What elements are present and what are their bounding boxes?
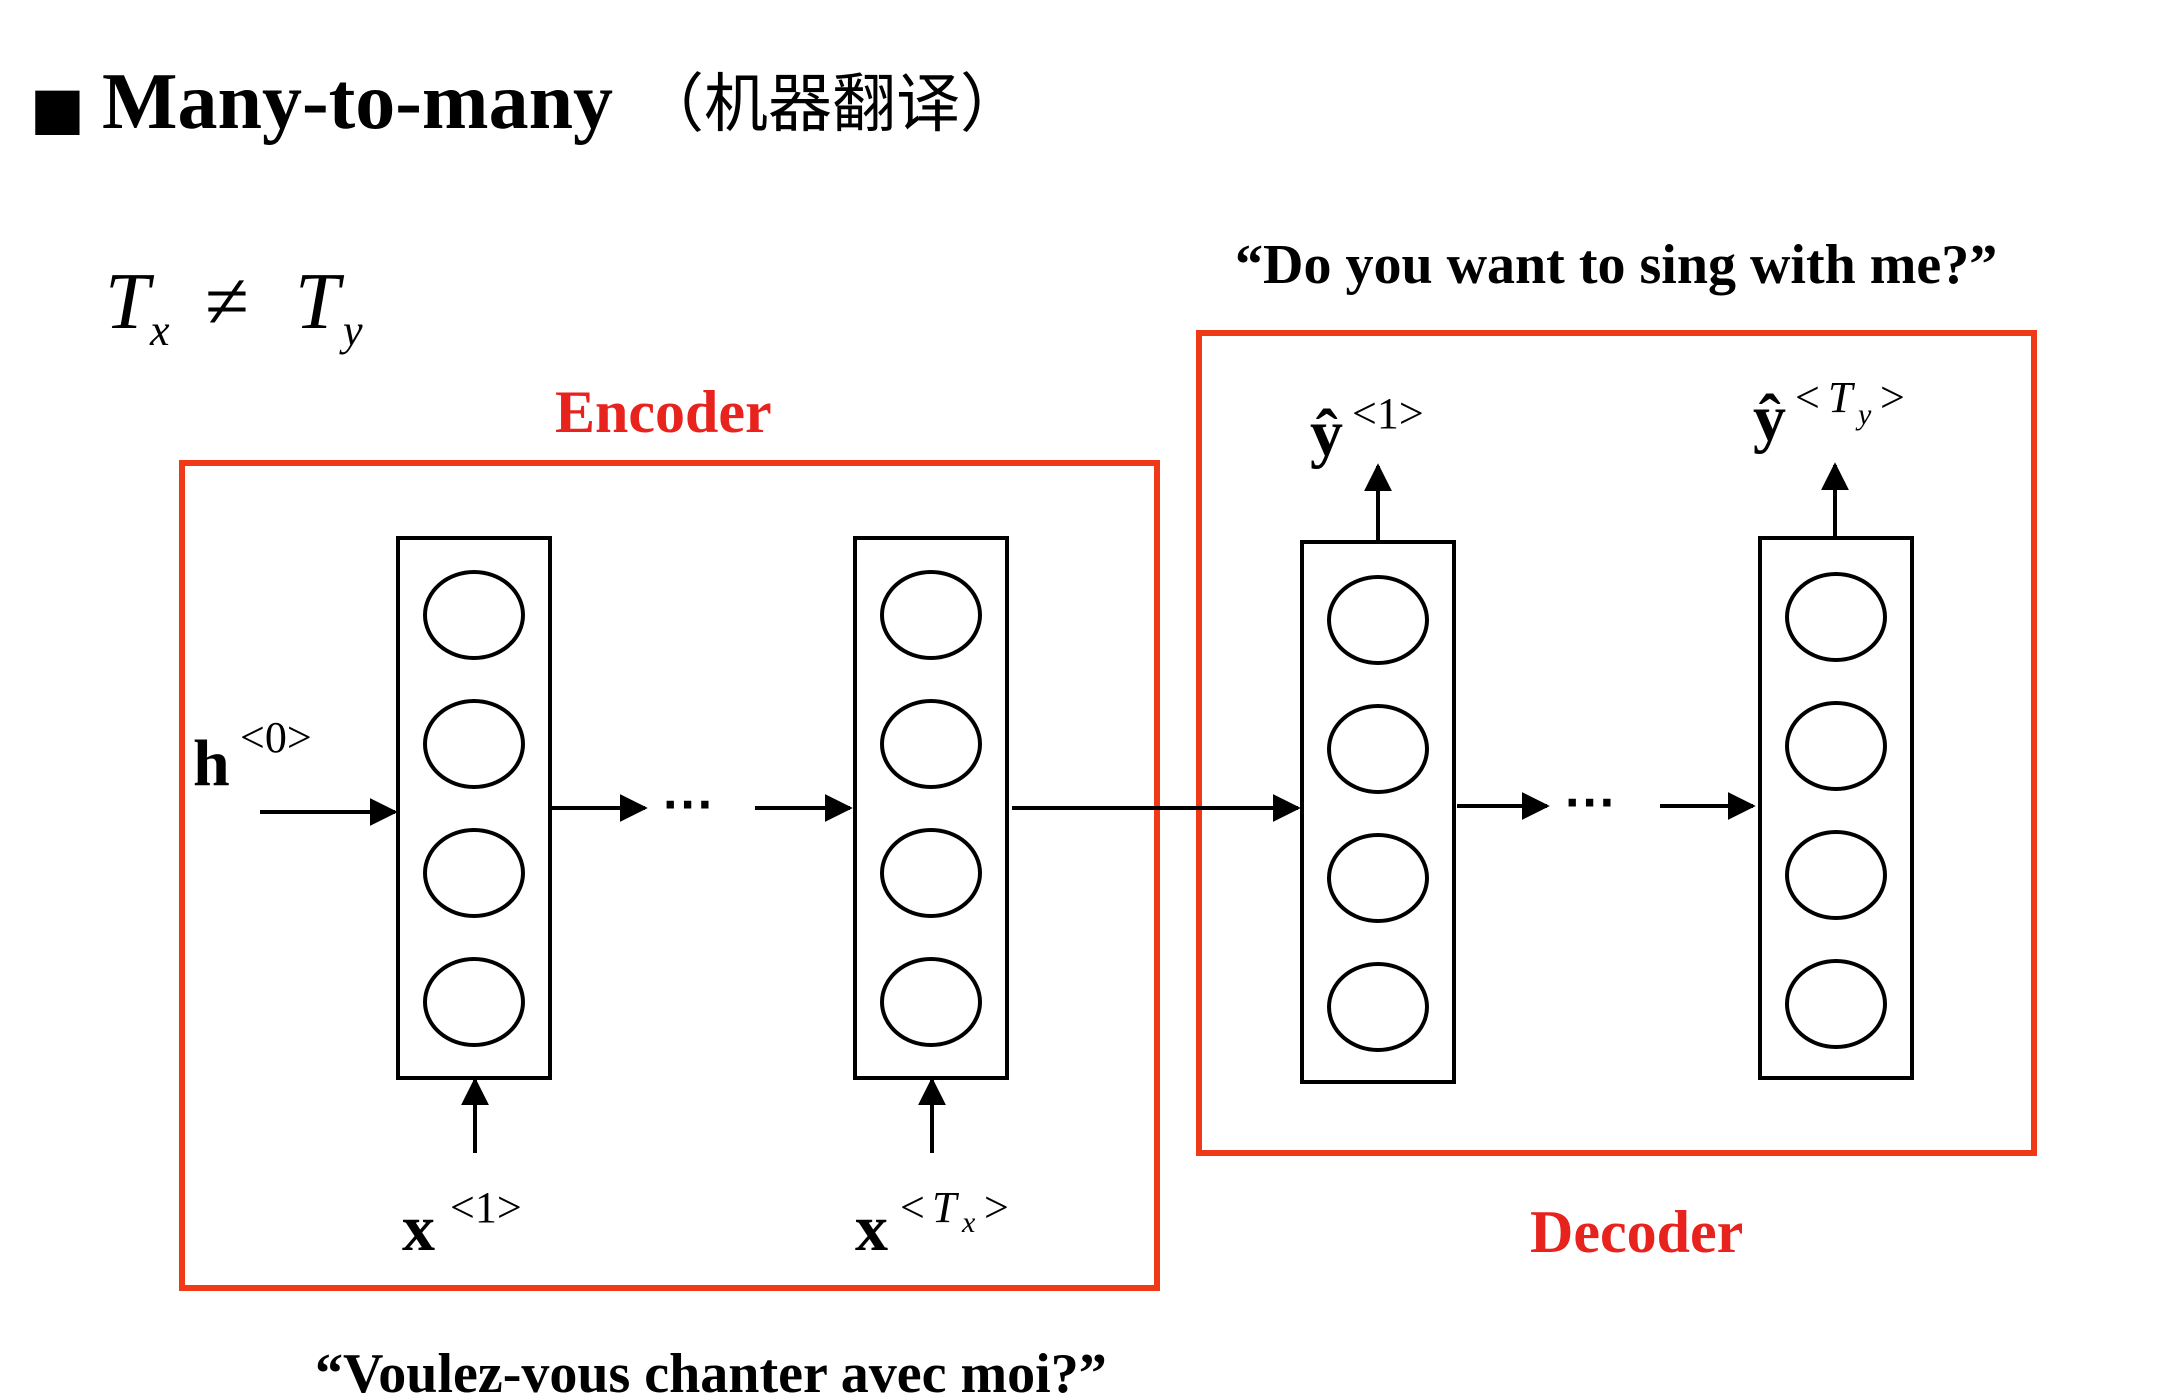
condition-rhs: T xyxy=(295,258,345,346)
hidden-unit xyxy=(423,570,525,660)
hidden-unit xyxy=(1785,701,1887,791)
yT-sup-sub: y xyxy=(1855,398,1872,431)
yT-label: ŷ < T y > xyxy=(1753,373,1905,455)
hidden-unit xyxy=(1327,704,1429,794)
hidden-unit xyxy=(423,957,525,1047)
encoder-cell-1-frame xyxy=(396,536,552,1080)
encoder-ellipsis: ··· xyxy=(663,776,715,834)
encoder-box xyxy=(179,460,1160,1291)
h0-sup: <0> xyxy=(240,713,312,762)
decoder-cell-1 xyxy=(1300,540,1456,1084)
xT-sup-open: < xyxy=(900,1183,925,1232)
condition-lhs: T xyxy=(105,258,155,346)
encoder-cell-T-frame xyxy=(853,536,1009,1080)
yT-sup-T: T xyxy=(1828,373,1856,422)
xT-label: x < T x > xyxy=(855,1183,1009,1265)
y1-label: ŷ <1> xyxy=(1310,389,1424,470)
decoder-cell-T-frame xyxy=(1758,536,1914,1080)
decoder-cell-T xyxy=(1758,536,1914,1080)
decoder-box xyxy=(1196,330,2037,1156)
decoder-label: Decoder xyxy=(1530,1199,1743,1265)
encoder-cell-1 xyxy=(396,536,552,1080)
rnn-cells xyxy=(396,536,1914,1084)
decoder-cell-1-frame xyxy=(1300,540,1456,1084)
hidden-unit xyxy=(423,828,525,918)
y1-sup: <1> xyxy=(1352,389,1424,438)
input-sentence: “Voulez-vous chanter avec moi?” xyxy=(315,1343,1107,1400)
h0-base: h xyxy=(193,727,230,800)
hidden-unit xyxy=(880,570,982,660)
yT-base: ŷ xyxy=(1753,382,1786,455)
hidden-unit xyxy=(1785,572,1887,662)
y1-base: ŷ xyxy=(1310,397,1343,470)
hidden-unit xyxy=(880,699,982,789)
condition-lhs-sub: x xyxy=(149,306,170,355)
decoder-ellipsis: ··· xyxy=(1565,774,1617,832)
h0-label: h <0> xyxy=(193,713,312,800)
encoder-label: Encoder xyxy=(555,379,772,445)
condition-operator: ≠ xyxy=(205,258,249,346)
title-bullet: ■ xyxy=(30,74,85,142)
x1-sup: <1> xyxy=(450,1183,522,1232)
xT-sup-T: T xyxy=(932,1183,960,1232)
hidden-unit xyxy=(1327,962,1429,1052)
xT-sup-close: > xyxy=(984,1183,1009,1232)
length-condition: T x ≠ T y xyxy=(105,258,363,355)
hidden-unit xyxy=(1327,833,1429,923)
hidden-unit xyxy=(880,828,982,918)
xT-base: x xyxy=(855,1192,888,1265)
condition-rhs-sub: y xyxy=(339,306,363,355)
x1-base: x xyxy=(402,1192,435,1265)
encoder-cell-T xyxy=(853,536,1009,1080)
xT-sup-sub: x xyxy=(961,1206,976,1239)
page-title: Many-to-many xyxy=(102,58,613,146)
hidden-unit xyxy=(1327,575,1429,665)
hidden-unit xyxy=(1785,959,1887,1049)
hidden-unit xyxy=(880,957,982,1047)
hidden-unit xyxy=(1785,830,1887,920)
yT-sup-close: > xyxy=(1880,373,1905,422)
hidden-unit xyxy=(423,699,525,789)
x1-label: x <1> xyxy=(402,1183,522,1265)
yT-sup-open: < xyxy=(1795,373,1820,422)
output-sentence: “Do you want to sing with me?” xyxy=(1235,234,1997,296)
page-title-note: （机器翻译） xyxy=(640,68,1024,142)
